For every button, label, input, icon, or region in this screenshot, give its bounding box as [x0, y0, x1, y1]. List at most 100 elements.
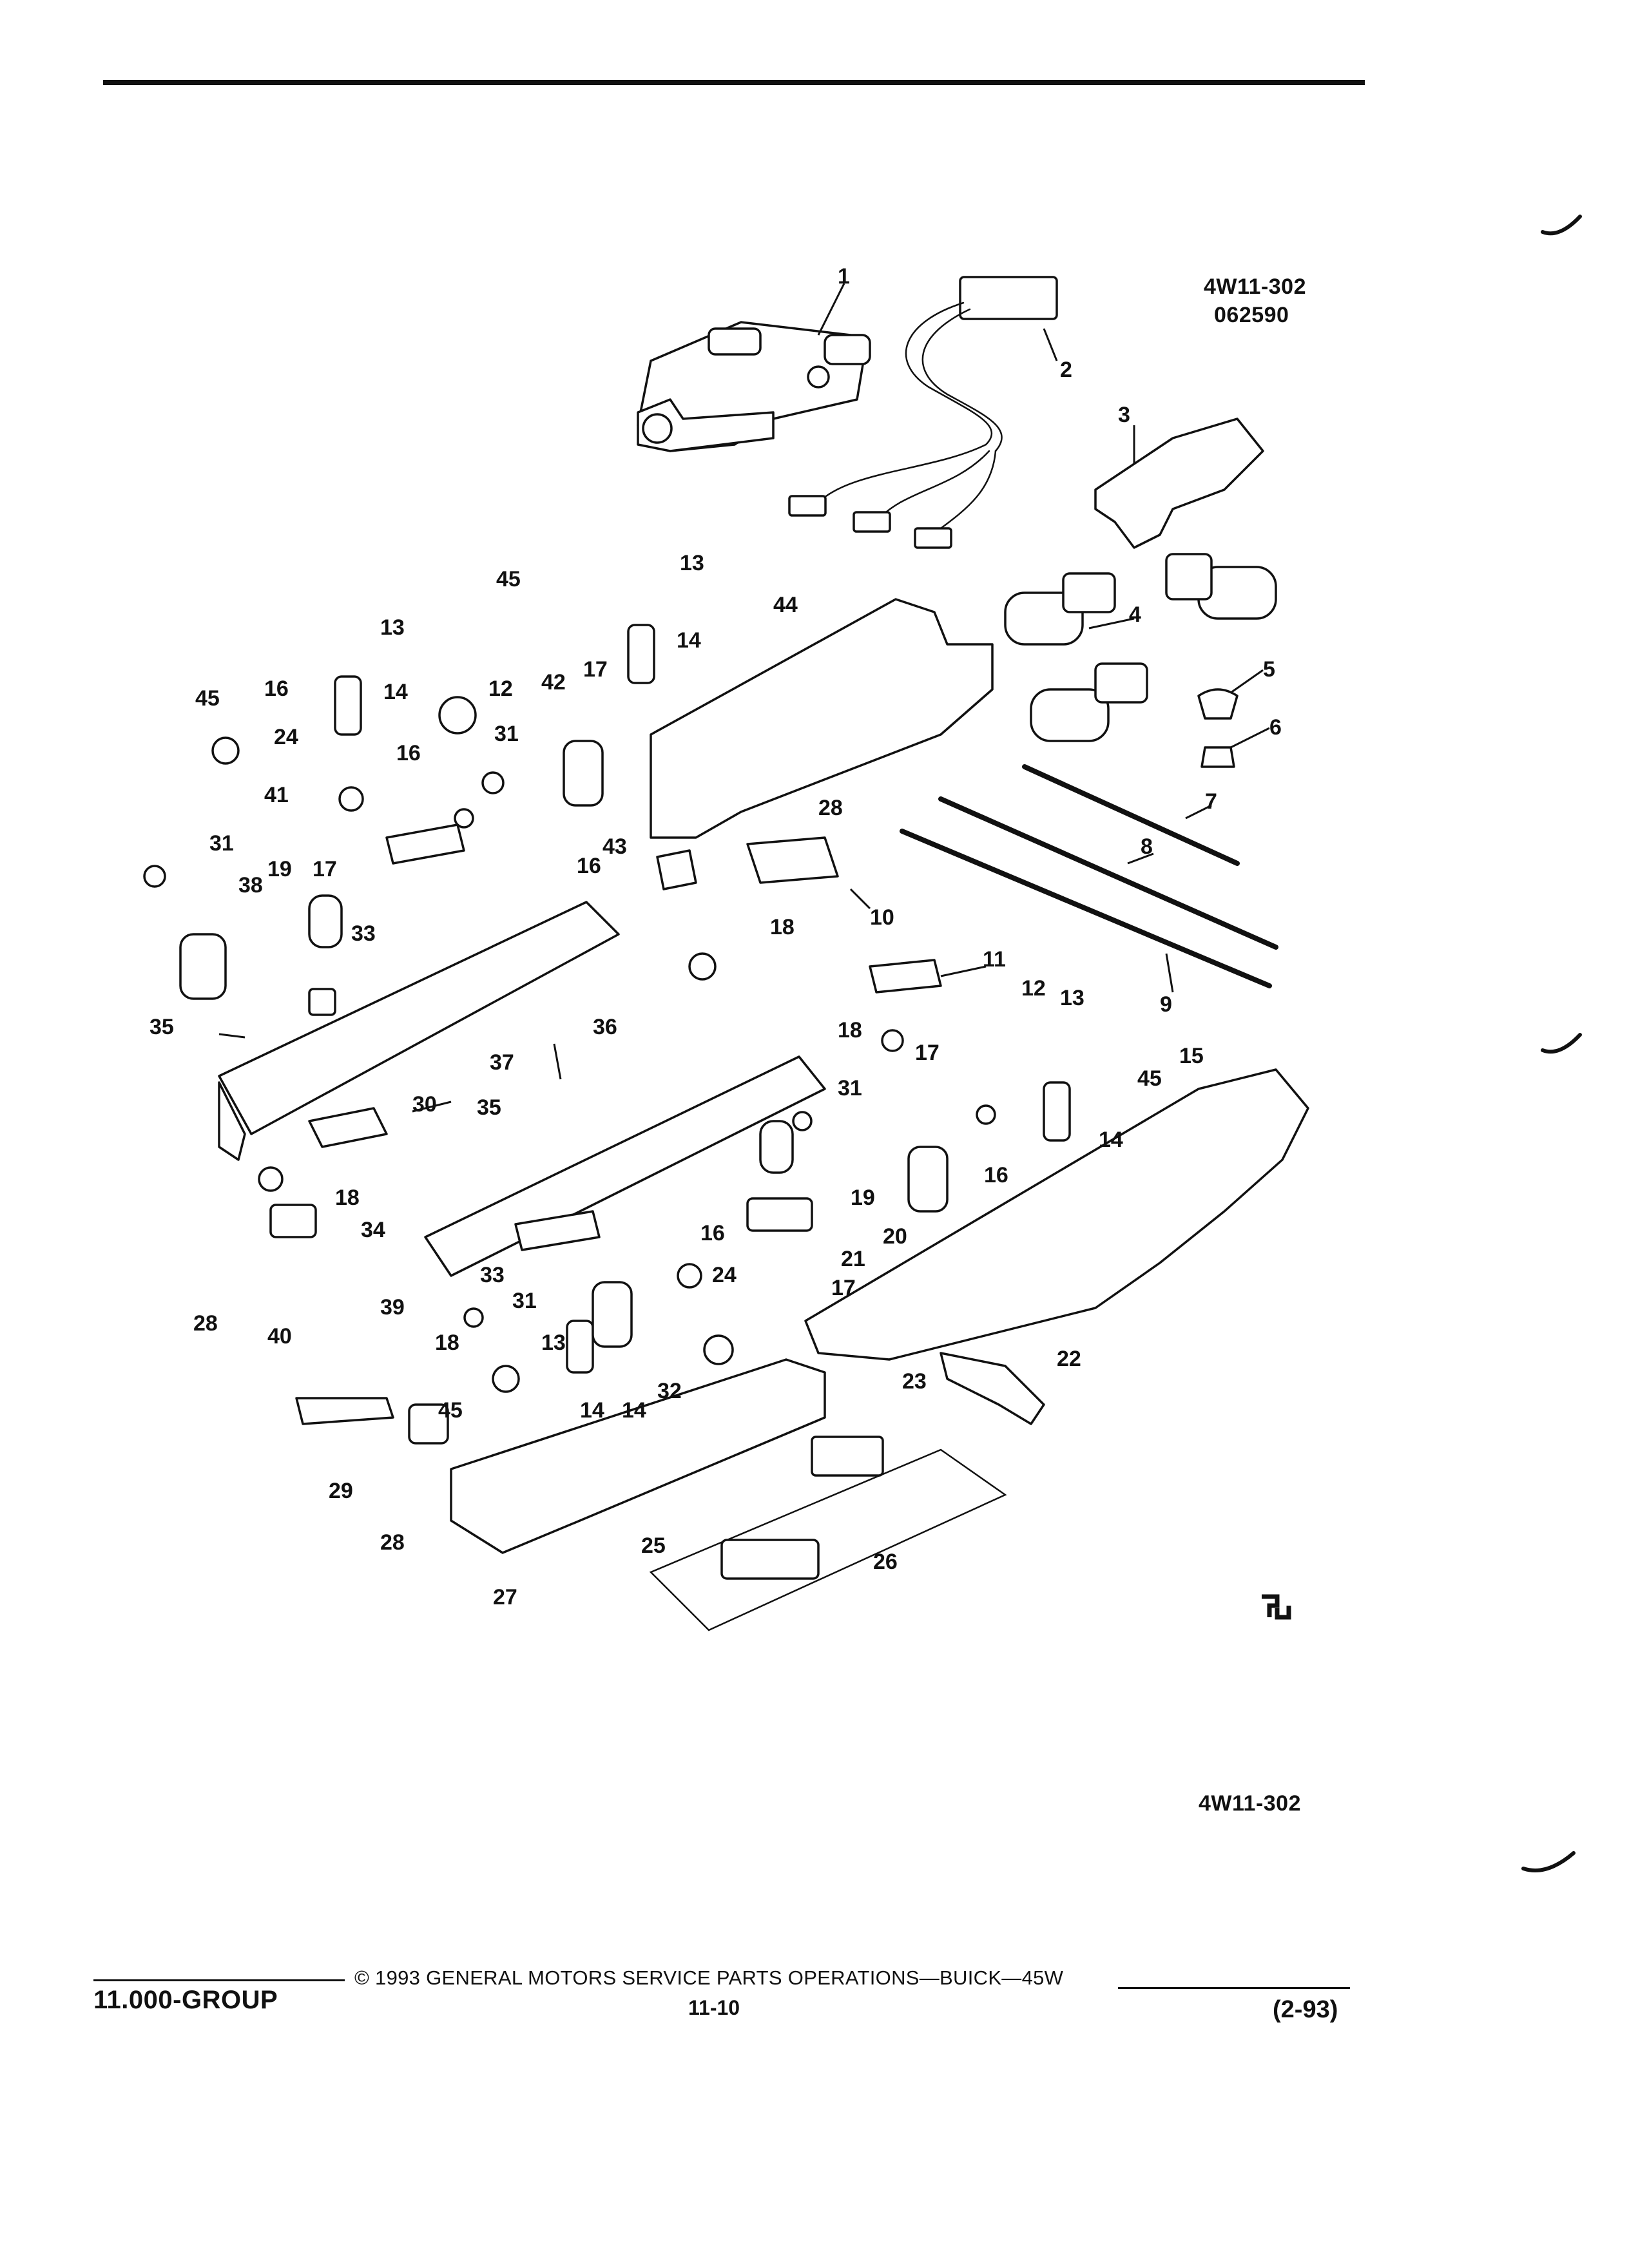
callout-28c: 28	[380, 1530, 405, 1555]
footer-rule-right	[1118, 1987, 1350, 1989]
part-22-bracket	[940, 1352, 1045, 1425]
callout-31b: 31	[209, 831, 234, 856]
callout-12b: 12	[1021, 976, 1046, 1001]
callout-28b: 28	[193, 1311, 218, 1336]
callout-18a: 18	[770, 915, 795, 939]
part-23-switch	[811, 1436, 884, 1477]
callout-13b: 13	[380, 615, 405, 640]
small-parts	[143, 624, 1071, 1445]
callout-11: 11	[983, 947, 1006, 972]
part-6-grommet	[1200, 746, 1235, 768]
callout-24a: 24	[274, 725, 298, 749]
binding-mark-middle	[1541, 1033, 1582, 1054]
callout-31d: 31	[512, 1289, 537, 1313]
callout-14b: 14	[383, 680, 408, 704]
callout-18d: 18	[435, 1331, 459, 1355]
figure-date-code: 062590	[1214, 303, 1289, 327]
callout-42: 42	[541, 670, 566, 695]
callout-14a: 14	[677, 628, 701, 653]
part-1-motor-assembly	[637, 321, 871, 452]
footer-page-number: 11-10	[688, 1996, 740, 2019]
callout-38: 38	[238, 873, 263, 898]
callout-31c: 31	[838, 1076, 862, 1100]
callout-16d: 16	[984, 1163, 1008, 1187]
callout-16a: 16	[264, 677, 289, 701]
callout-1: 1	[838, 264, 850, 289]
binding-mark-bottom	[1521, 1851, 1576, 1872]
callout-4: 4	[1129, 602, 1141, 627]
callout-25: 25	[641, 1533, 666, 1558]
callout-14d: 14	[622, 1398, 646, 1423]
callout-45c: 45	[1137, 1066, 1162, 1091]
callout-13d: 13	[541, 1331, 566, 1355]
callout-37: 37	[490, 1050, 514, 1075]
callout-10: 10	[870, 905, 894, 930]
callout-18c: 18	[335, 1186, 360, 1210]
part-15-side-panel	[804, 1068, 1309, 1361]
callout-20: 20	[883, 1224, 907, 1249]
callout-5: 5	[1263, 657, 1275, 682]
callout-3: 3	[1118, 403, 1130, 427]
callout-21: 21	[841, 1247, 865, 1271]
part-4-motors	[1004, 553, 1277, 742]
binding-mark-top	[1541, 215, 1582, 236]
callout-35a: 35	[149, 1015, 174, 1039]
top-rule	[103, 80, 1365, 85]
part-36-track	[424, 1055, 826, 1277]
callout-6: 6	[1269, 715, 1282, 740]
callout-12a: 12	[488, 677, 513, 701]
part-27-lower-panel	[450, 1358, 826, 1554]
callout-28a: 28	[818, 796, 843, 820]
callout-23: 23	[902, 1369, 927, 1394]
part-2-wiring-harness	[788, 276, 1058, 549]
callout-45b: 45	[195, 686, 220, 711]
callout-16c: 16	[577, 854, 601, 878]
callout-36: 36	[593, 1015, 617, 1039]
part-25-switch	[720, 1539, 820, 1580]
callout-26: 26	[873, 1550, 898, 1574]
callout-19a: 19	[267, 857, 292, 881]
callout-13c: 13	[1060, 986, 1084, 1010]
footer-rule-left	[93, 1979, 345, 1981]
part-26-outline	[649, 1448, 1007, 1631]
callout-24b: 24	[712, 1263, 737, 1287]
part-3-bracket	[1094, 418, 1264, 549]
callout-30: 30	[412, 1092, 437, 1117]
callout-40: 40	[267, 1324, 292, 1349]
callout-17a: 17	[583, 657, 608, 682]
logo-icon	[1262, 1594, 1291, 1620]
part-44-frame-rail	[650, 598, 994, 839]
footer-group: 11.000-GROUP	[93, 1986, 278, 2014]
callout-18b: 18	[838, 1018, 862, 1043]
callout-14e: 14	[580, 1398, 604, 1423]
callout-15: 15	[1179, 1044, 1204, 1068]
part-37-track	[218, 901, 620, 1135]
callout-35b: 35	[477, 1095, 501, 1120]
callout-8: 8	[1141, 834, 1153, 859]
callout-7: 7	[1205, 789, 1217, 814]
callout-16b: 16	[396, 741, 421, 765]
callout-32: 32	[657, 1379, 682, 1403]
callout-27: 27	[493, 1585, 517, 1610]
part-37-track-lower	[218, 1081, 246, 1161]
callout-19b: 19	[851, 1186, 875, 1210]
callout-labels: 1 2 3 4 5 6 7 8 9 10 11 12 12 13 13 13 1…	[149, 264, 1282, 1610]
callout-17d: 17	[831, 1276, 856, 1300]
callout-45a: 45	[496, 567, 521, 591]
callout-34: 34	[361, 1218, 385, 1242]
callout-9: 9	[1160, 992, 1172, 1017]
callout-17c: 17	[915, 1041, 940, 1065]
callout-39: 39	[380, 1295, 405, 1320]
callout-16e: 16	[700, 1221, 725, 1245]
callout-17b: 17	[313, 857, 337, 881]
callout-13a: 13	[680, 551, 704, 575]
callout-45d: 45	[438, 1398, 463, 1423]
callout-29: 29	[329, 1479, 353, 1503]
callout-31a: 31	[494, 722, 519, 746]
callout-44: 44	[773, 593, 798, 617]
part-5-cap	[1197, 688, 1239, 720]
callout-14c: 14	[1099, 1128, 1123, 1152]
callout-33a: 33	[351, 921, 376, 946]
footer-copyright: © 1993 GENERAL MOTORS SERVICE PARTS OPER…	[354, 1966, 1064, 1989]
figure-id: 4W11-302	[1204, 274, 1306, 299]
